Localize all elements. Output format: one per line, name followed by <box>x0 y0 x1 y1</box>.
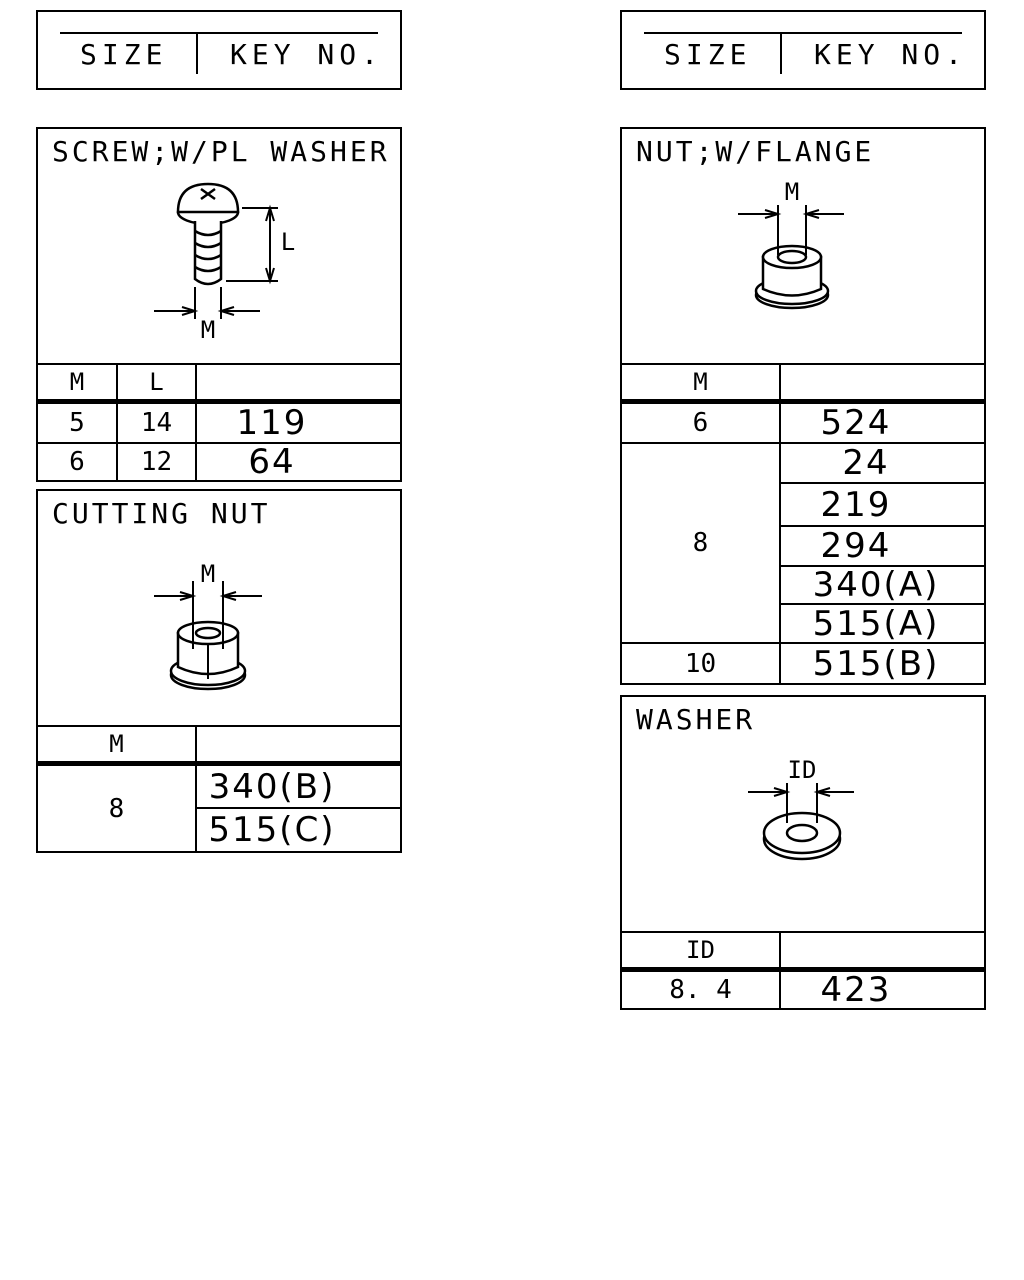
column-divider <box>116 363 118 480</box>
header-rule <box>38 399 400 404</box>
cutting-nut-title: CUTTING NUT <box>52 497 271 530</box>
washer-icon <box>748 783 854 861</box>
key-number: 524 <box>820 403 892 443</box>
table-cell-m: 8 <box>692 528 709 558</box>
legend-rule <box>644 32 962 34</box>
cutting-nut-icon <box>154 581 262 691</box>
flange-nut-dim-thread: M <box>784 178 800 206</box>
table-cell-l: 14 <box>140 408 173 438</box>
key-number: 515(C) <box>208 810 336 850</box>
table-rule <box>38 363 400 365</box>
table-cell-id: 8. 4 <box>669 975 732 1005</box>
flange-nut-icon <box>738 205 844 310</box>
table-rule <box>38 442 400 444</box>
washer-panel: WASHER ID ID 8. 4 423 <box>620 695 986 1010</box>
header-m: M <box>693 368 708 396</box>
key-number: 294 <box>820 526 892 566</box>
header-l: L <box>149 368 164 396</box>
table-rule <box>622 442 984 444</box>
table-cell-m: 10 <box>684 648 717 679</box>
table-rule <box>779 565 984 567</box>
table-cell-m: 6 <box>692 408 709 438</box>
column-divider <box>195 363 197 480</box>
washer-dim-id: ID <box>787 756 817 784</box>
flange-nut-panel: NUT;W/FLANGE M M 6 524 8 24 219 294 340(… <box>620 127 986 685</box>
table-cell-m: 6 <box>69 447 85 477</box>
header-rule <box>38 761 400 766</box>
legend-divider <box>196 32 198 74</box>
screw-dim-length: L <box>280 228 296 256</box>
key-number: 340(B) <box>208 766 336 807</box>
key-number: 219 <box>820 484 892 525</box>
table-rule <box>622 931 984 933</box>
legend-right: SIZE KEY NO. <box>620 10 986 90</box>
column-divider <box>779 931 781 1008</box>
legend-divider <box>780 32 782 74</box>
key-number: 340(A) <box>812 565 940 605</box>
table-rule <box>195 807 400 809</box>
legend-key-label: KEY NO. <box>814 38 968 71</box>
key-number: 64 <box>248 442 296 482</box>
header-rule <box>622 967 984 972</box>
legend-size-label: SIZE <box>80 38 168 71</box>
header-rule <box>622 399 984 404</box>
table-rule <box>779 482 984 484</box>
screw-panel: SCREW;W/PL WASHER <box>36 127 402 482</box>
key-number: 515(A) <box>812 603 940 644</box>
legend-left: SIZE KEY NO. <box>36 10 402 90</box>
table-cell-l: 12 <box>140 447 173 477</box>
header-id: ID <box>686 936 715 964</box>
legend-key-label: KEY NO. <box>230 38 384 71</box>
table-cell-m: 5 <box>69 408 85 438</box>
table-rule <box>622 363 984 365</box>
cutting-nut-panel: CUTTING NUT M M 8 340(B) 515(C) <box>36 489 402 853</box>
flange-nut-title: NUT;W/FLANGE <box>636 135 875 168</box>
header-m: M <box>69 368 85 396</box>
legend-size-label: SIZE <box>664 38 752 71</box>
key-number: 423 <box>820 970 892 1010</box>
washer-title: WASHER <box>636 703 756 736</box>
screw-dim-thread: M <box>200 316 216 344</box>
column-divider <box>779 363 781 683</box>
screw-title: SCREW;W/PL WASHER <box>52 135 390 168</box>
table-rule <box>779 603 984 605</box>
key-number: 24 <box>842 443 890 483</box>
header-m: M <box>109 730 124 758</box>
table-rule <box>622 642 984 644</box>
key-number: 119 <box>236 403 308 443</box>
table-rule <box>38 725 400 727</box>
screw-icon <box>154 182 278 319</box>
cutting-nut-dim-thread: M <box>200 560 216 588</box>
legend-rule <box>60 32 378 34</box>
table-rule <box>779 525 984 527</box>
column-divider <box>195 725 197 851</box>
table-cell-m: 8 <box>108 793 125 824</box>
key-number: 515(B) <box>812 643 940 684</box>
